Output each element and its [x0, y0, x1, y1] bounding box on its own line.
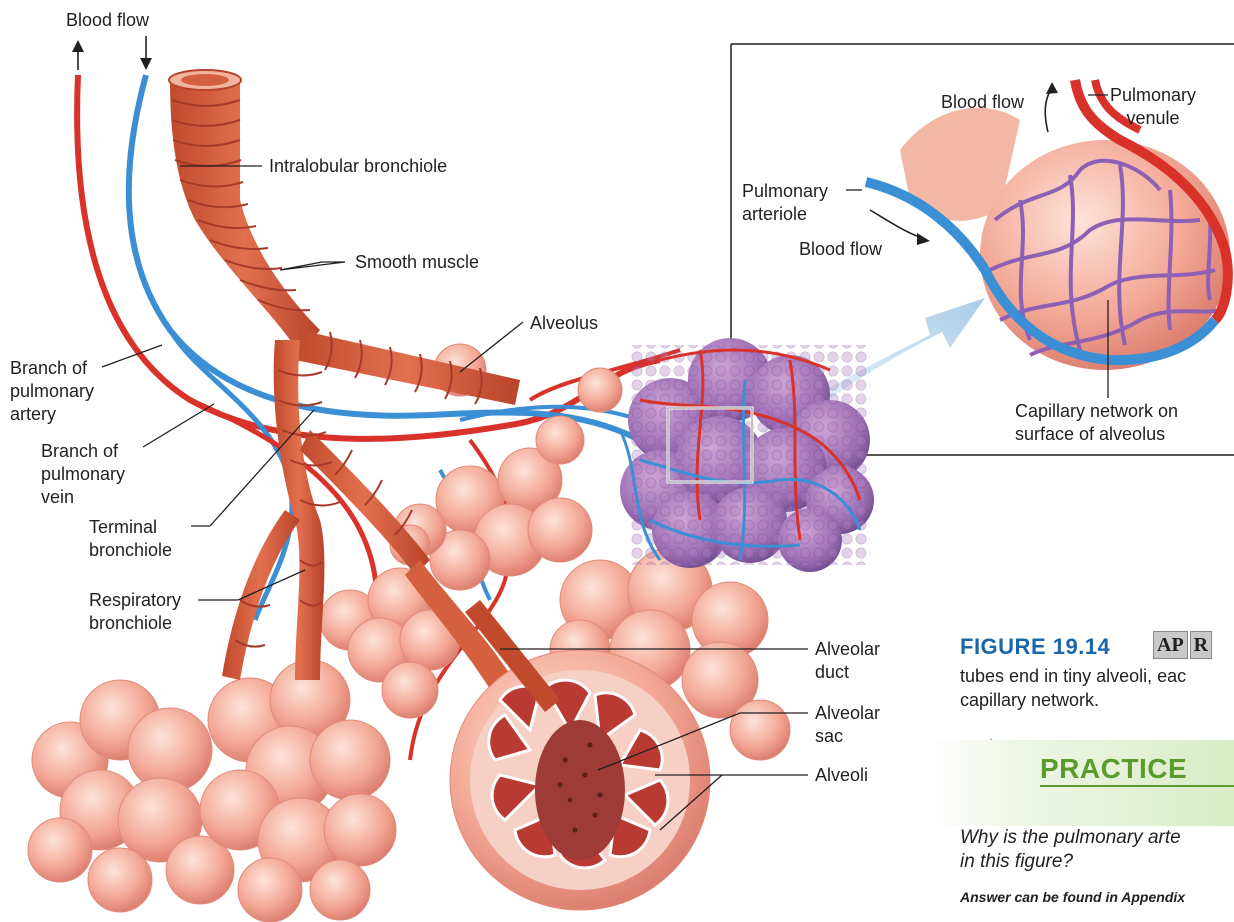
alveolar-sac-label: Alveolar sac	[815, 702, 880, 748]
alveolus-label: Alveolus	[530, 312, 598, 335]
apr-badge-r: R	[1190, 631, 1212, 659]
alveolar-duct-label: Alveolar duct	[815, 638, 880, 684]
respiratory-bronchiole-label: Respiratory bronchiole	[89, 589, 181, 635]
inset-blood-flow-side-label: Blood flow	[799, 238, 882, 261]
capillary-network-label: Capillary network on surface of alveolus	[1015, 400, 1178, 446]
capillary-cluster	[620, 338, 874, 572]
practice-question: Why is the pulmonary arte in this figure…	[960, 826, 1181, 874]
pulmonary-venule-label: Pulmonary venule	[1110, 84, 1196, 130]
apr-badge[interactable]: AP R	[1153, 631, 1212, 659]
apr-badge-ap: AP	[1153, 631, 1188, 659]
alveoli-label: Alveoli	[815, 764, 868, 787]
terminal-bronchiole-label: Terminal bronchiole	[89, 516, 172, 562]
answer-note: Answer can be found in Appendix	[960, 889, 1185, 905]
practice-underline	[1040, 785, 1234, 787]
inset-blood-flow-top-label: Blood flow	[941, 91, 1024, 114]
figure-caption: tubes end in tiny alveoli, eac capillary…	[960, 664, 1186, 712]
pulmonary-arteriole-label: Pulmonary arteriole	[742, 180, 828, 226]
smooth-muscle-label: Smooth muscle	[355, 251, 479, 274]
intralobular-bronchiole-label: Intralobular bronchiole	[269, 155, 447, 178]
branch-pulmonary-artery-label: Branch of pulmonary artery	[10, 357, 94, 426]
blood-flow-label: Blood flow	[66, 9, 149, 32]
branch-pulmonary-vein-label: Branch of pulmonary vein	[41, 440, 125, 509]
practice-heading: PRACTICE	[1040, 753, 1187, 785]
blood-flow-arrows	[72, 36, 152, 70]
figure-number: FIGURE 19.14	[960, 634, 1110, 660]
